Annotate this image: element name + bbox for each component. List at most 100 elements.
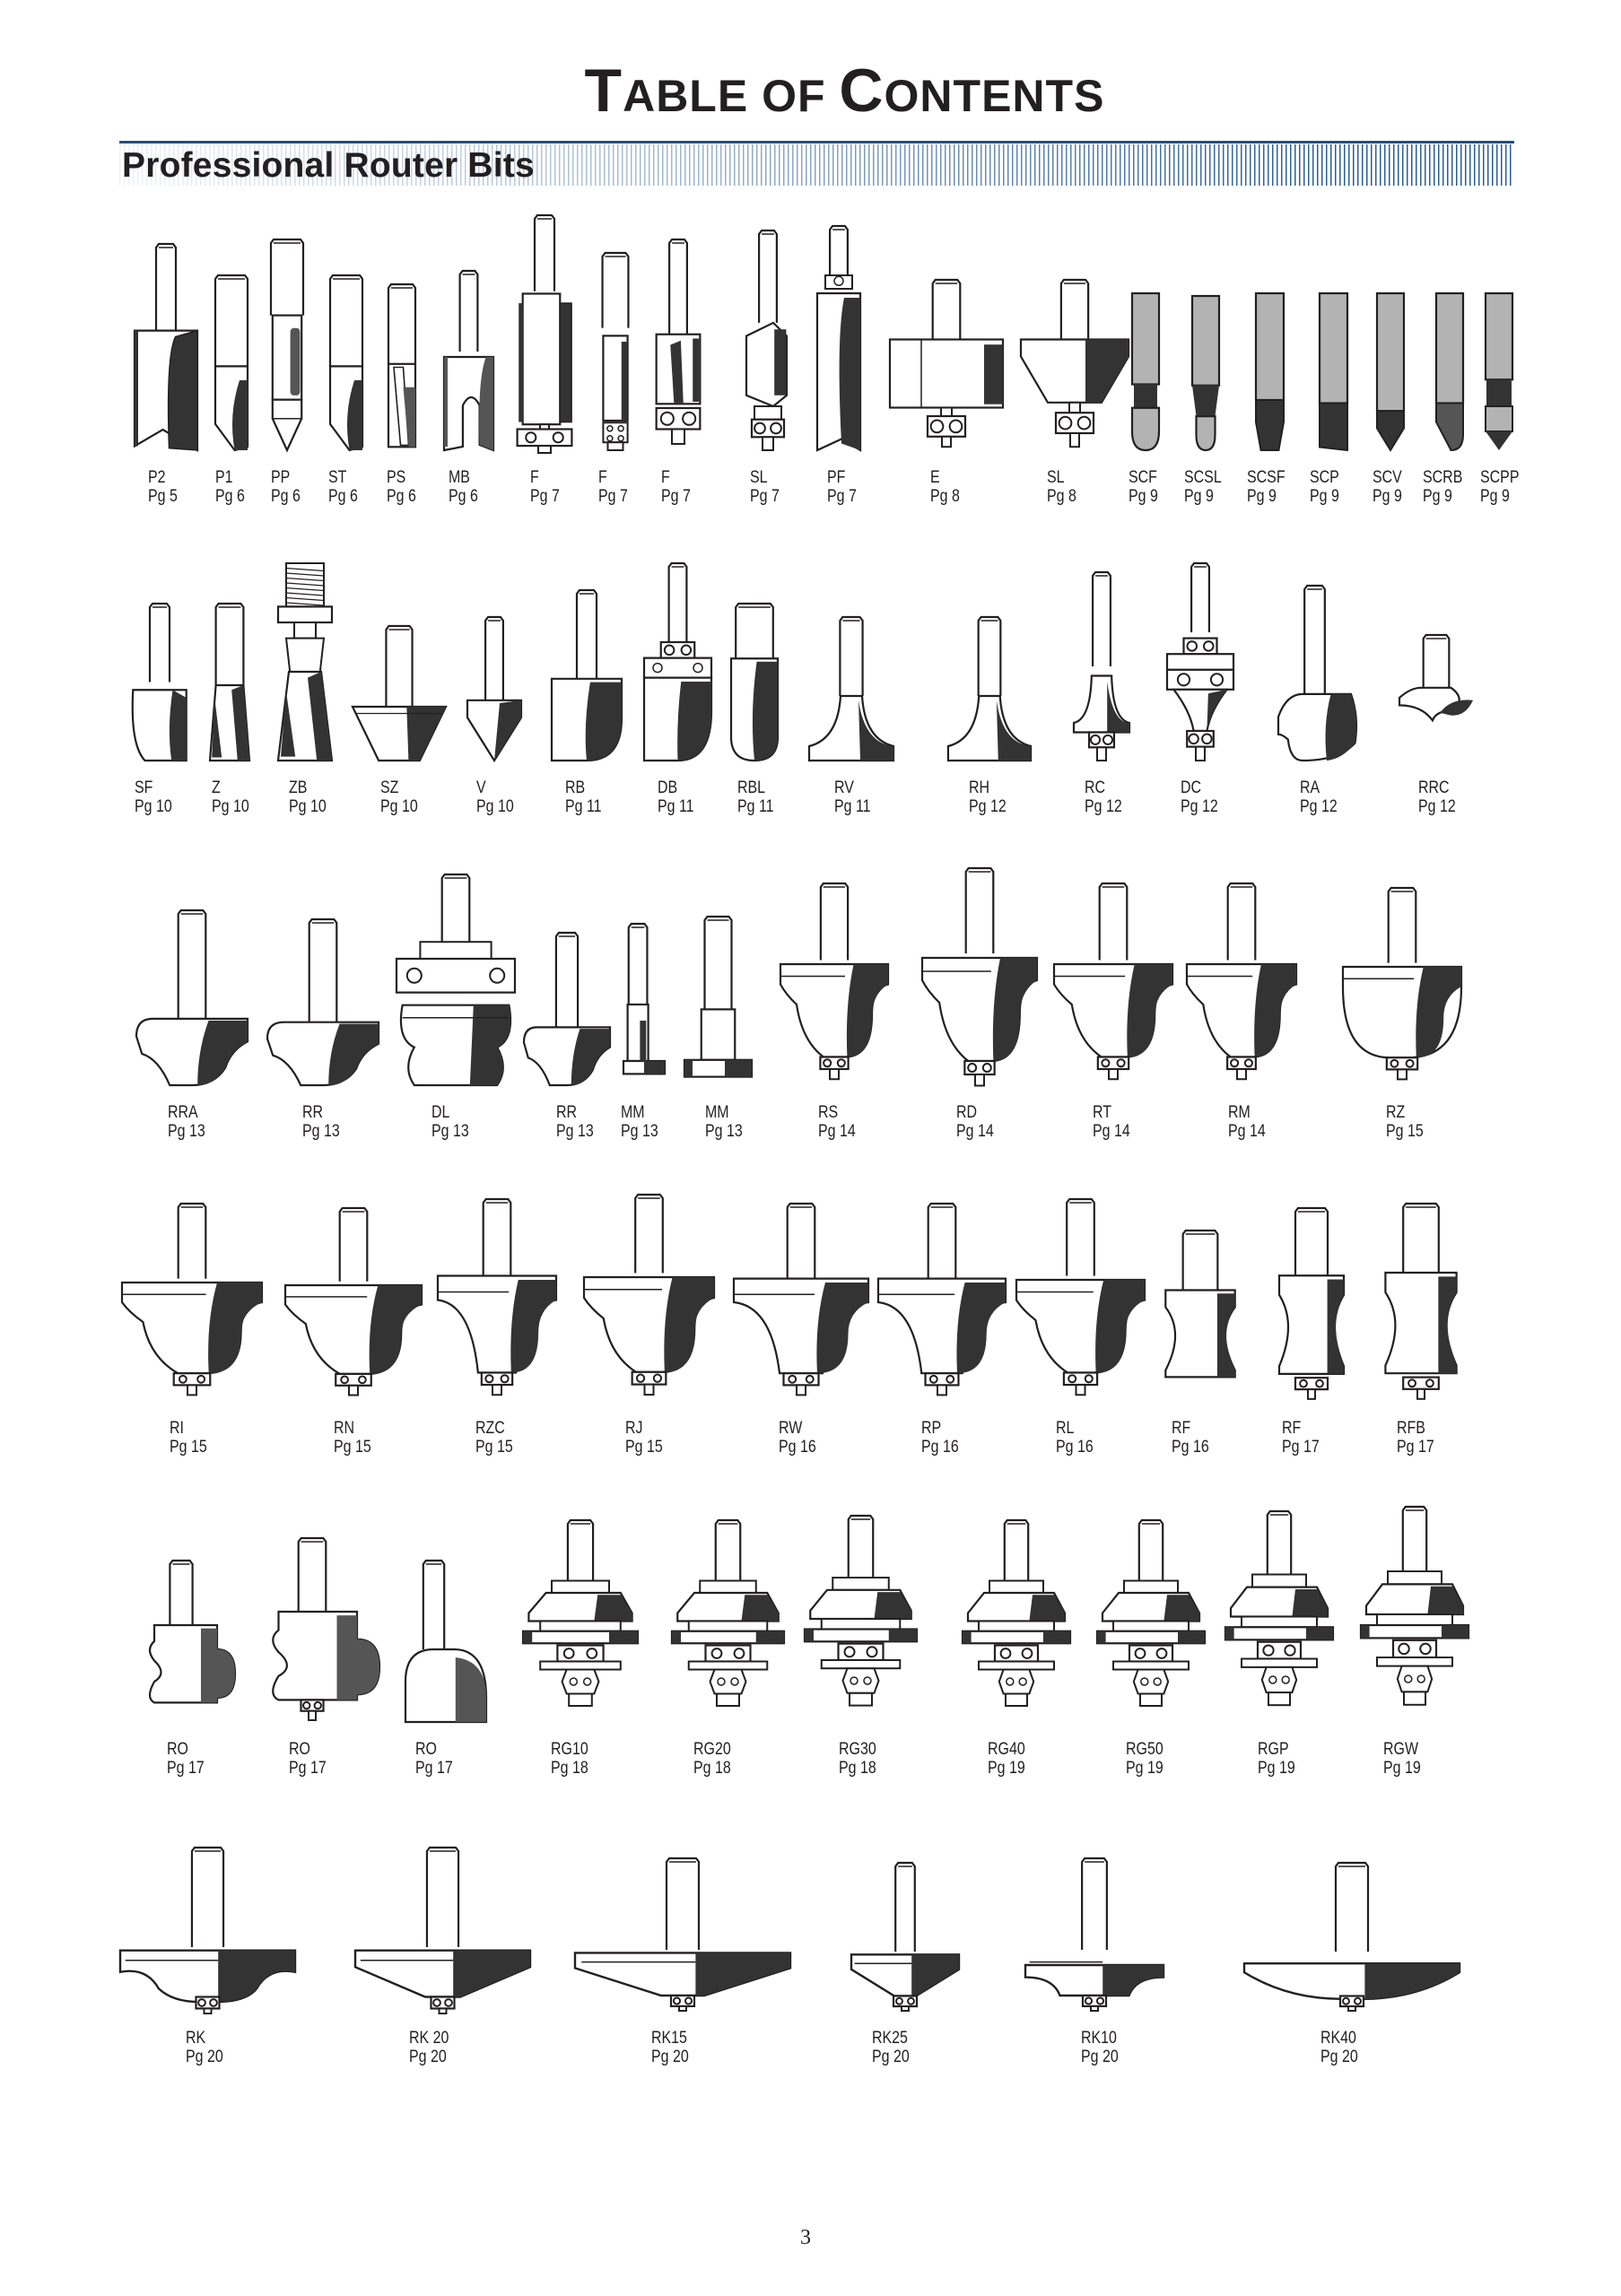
bit-page-ref[interactable]: Pg 17 (289, 1759, 327, 1778)
bit-page-ref[interactable]: Pg 17 (167, 1759, 205, 1778)
bit-page-ref[interactable]: Pg 19 (1126, 1759, 1163, 1778)
bit-page-ref[interactable]: Pg 16 (779, 1438, 816, 1457)
bit-page-ref[interactable]: Pg 5 (148, 487, 178, 506)
bit-page-ref[interactable]: Pg 7 (530, 487, 560, 506)
bit-code: RB (565, 778, 586, 797)
bit-page-ref[interactable]: Pg 19 (1258, 1759, 1295, 1778)
bit-page-ref[interactable]: Pg 10 (289, 797, 327, 816)
bit-page-ref[interactable]: Pg 10 (380, 797, 418, 816)
bit-page-ref[interactable]: Pg 12 (1418, 797, 1456, 816)
bit-page-ref[interactable]: Pg 11 (565, 797, 602, 816)
bit-page-ref[interactable]: Pg 15 (1386, 1122, 1424, 1141)
bit-page-ref[interactable]: Pg 11 (737, 797, 774, 816)
bit-page-ref[interactable]: Pg 9 (1310, 487, 1339, 506)
bit-code: RV (834, 778, 854, 797)
bit-page-ref[interactable]: Pg 16 (1056, 1438, 1094, 1457)
bit-page-ref[interactable]: Pg 9 (1184, 487, 1214, 506)
bit-page-ref[interactable]: Pg 16 (1172, 1438, 1209, 1457)
bit-page-ref[interactable]: Pg 6 (271, 487, 301, 506)
bit-page-ref[interactable]: Pg 15 (625, 1438, 663, 1457)
bit-page-ref[interactable]: Pg 20 (1320, 2048, 1358, 2066)
bit-page-ref[interactable]: Pg 13 (621, 1122, 658, 1141)
bit-code: RBL (737, 778, 766, 797)
bit-page-ref[interactable]: Pg 7 (598, 487, 628, 506)
bit-page-ref[interactable]: Pg 13 (302, 1122, 340, 1141)
bit-page-ref[interactable]: Pg 13 (556, 1122, 594, 1141)
bit-page-ref[interactable]: Pg 19 (1383, 1759, 1421, 1778)
bit-page-ref[interactable]: Pg 12 (1181, 797, 1218, 816)
bit-page-ref[interactable]: Pg 13 (168, 1122, 205, 1141)
bit-page-ref[interactable]: Pg 7 (750, 487, 780, 506)
bit-page-ref[interactable]: Pg 14 (818, 1122, 856, 1141)
bit-page-ref[interactable]: Pg 10 (476, 797, 514, 816)
bit-page-ref[interactable]: Pg 8 (1047, 487, 1076, 506)
bit-page-ref[interactable]: Pg 7 (661, 487, 691, 506)
bit-page-ref[interactable]: Pg 9 (1373, 487, 1402, 506)
bit-code: RG50 (1126, 1740, 1163, 1759)
bit-page-ref[interactable]: Pg 17 (1282, 1438, 1320, 1457)
bit-page-ref[interactable]: Pg 11 (658, 797, 694, 816)
bit-page-ref[interactable]: Pg 20 (651, 2048, 689, 2066)
bit-page-ref[interactable]: Pg 9 (1480, 487, 1510, 506)
bit-page-ref[interactable]: Pg 6 (328, 487, 358, 506)
bit-page-ref[interactable]: Pg 12 (1085, 797, 1122, 816)
bit-page-ref[interactable]: Pg 20 (186, 2048, 223, 2066)
bit-page-ref[interactable]: Pg 15 (475, 1438, 513, 1457)
bit-page-ref[interactable]: Pg 10 (135, 797, 172, 816)
bit-page-ref[interactable]: Pg 14 (956, 1122, 994, 1141)
bit-code: P2 (148, 468, 166, 487)
bit-page-ref[interactable]: Pg 13 (431, 1122, 469, 1141)
router-bit-rrc (1398, 633, 1473, 761)
bit-code: RM (1228, 1103, 1251, 1122)
bit-page-ref[interactable]: Pg 9 (1423, 487, 1452, 506)
bit-code: RGP (1258, 1740, 1289, 1759)
bit-page-ref[interactable]: Pg 7 (827, 487, 857, 506)
bit-page-ref[interactable]: Pg 9 (1129, 487, 1158, 506)
router-bit-zb (276, 562, 334, 762)
router-bit-icon (573, 1857, 792, 2012)
bit-page-ref[interactable]: Pg 6 (215, 487, 245, 506)
bit-page-ref[interactable]: Pg 6 (449, 487, 478, 506)
bit-page-ref[interactable]: Pg 12 (969, 797, 1007, 816)
bit-page-ref[interactable]: Pg 14 (1228, 1122, 1266, 1141)
bit-code: DL (431, 1103, 450, 1122)
router-bit-icon (1277, 584, 1358, 762)
bit-page-ref[interactable]: Pg 16 (921, 1438, 959, 1457)
bit-page-ref[interactable]: Pg 11 (834, 797, 871, 816)
bit-page-ref[interactable]: Pg 15 (334, 1438, 371, 1457)
bit-code: SCF (1129, 468, 1157, 487)
bit-page-ref[interactable]: Pg 18 (693, 1759, 731, 1778)
bit-page-ref[interactable]: Pg 8 (930, 487, 960, 506)
bit-page-ref[interactable]: Pg 18 (551, 1759, 588, 1778)
bit-code: RN (334, 1419, 355, 1438)
bit-page-ref[interactable]: Pg 13 (705, 1122, 743, 1141)
bit-page-ref[interactable]: Pg 19 (988, 1759, 1025, 1778)
bit-page-ref[interactable]: Pg 9 (1247, 487, 1277, 506)
bit-page-ref[interactable]: Pg 20 (1081, 2048, 1119, 2066)
bit-page-ref[interactable]: Pg 20 (872, 2048, 910, 2066)
bit-code: RK (186, 2029, 206, 2048)
bit-page-ref[interactable]: Pg 10 (212, 797, 249, 816)
bit-page-ref[interactable]: Pg 14 (1093, 1122, 1130, 1141)
bit-page-ref[interactable]: Pg 17 (1397, 1438, 1434, 1457)
bit-code: SL (1047, 468, 1065, 487)
bit-page-ref[interactable]: Pg 12 (1300, 797, 1338, 816)
bit-code: ST (328, 468, 347, 487)
router-bit-p2 (133, 242, 199, 452)
bit-page-ref[interactable]: Pg 20 (409, 2048, 447, 2066)
bit-page-ref[interactable]: Pg 15 (170, 1438, 207, 1457)
bit-page-ref[interactable]: Pg 6 (387, 487, 416, 506)
router-bit-f (652, 238, 704, 450)
router-bit-rk40 (1242, 1861, 1461, 2013)
bit-page-ref[interactable]: Pg 17 (415, 1759, 453, 1778)
bit-page-ref[interactable]: Pg 18 (839, 1759, 876, 1778)
